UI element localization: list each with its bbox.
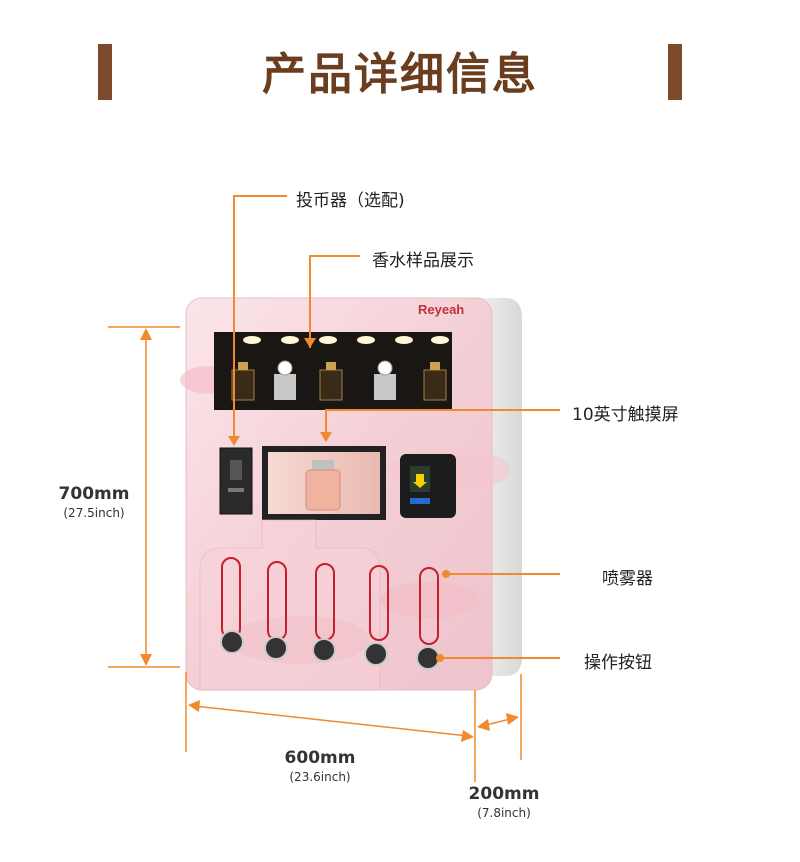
title-bar-left xyxy=(98,44,112,100)
page-title: 产品详细信息 xyxy=(262,49,538,100)
callout-sample-display: 香水样品展示 xyxy=(372,251,474,271)
callout-operation-buttons: 操作按钮 xyxy=(584,653,652,673)
callout-touch-screen: 10英寸触摸屏 xyxy=(572,405,679,425)
brand-logo: Reyeah xyxy=(418,302,465,317)
coin-acceptor xyxy=(219,447,253,515)
width-dimension: 600mm xyxy=(284,748,356,768)
operation-buttons xyxy=(220,630,440,670)
title-bar-right xyxy=(668,44,682,100)
callout-sprayer: 喷雾器 xyxy=(602,569,653,589)
width-dimension-inch: (23.6inch) xyxy=(289,770,351,784)
callout-coin-acceptor: 投币器（选配) xyxy=(296,191,405,211)
height-dimension-inch: (27.5inch) xyxy=(63,506,125,520)
showcase-lights xyxy=(243,336,449,344)
callout-lines xyxy=(233,195,560,659)
perfume-samples xyxy=(231,360,447,401)
height-dimension: 700mm xyxy=(58,484,130,504)
depth-dimension: 200mm xyxy=(468,784,540,804)
depth-dimension-inch: (7.8inch) xyxy=(477,806,531,820)
